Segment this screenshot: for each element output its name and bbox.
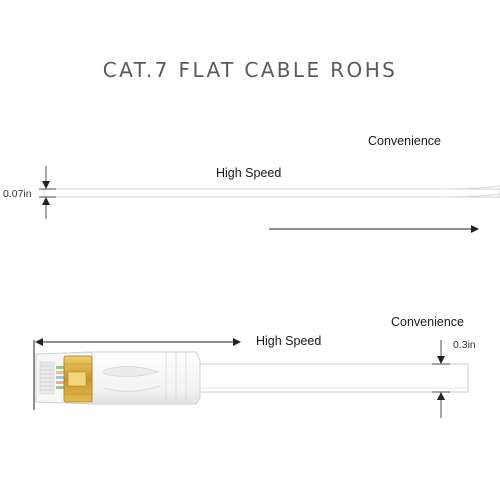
product-title: CAT.7 FLAT CABLE ROHS (102, 58, 398, 82)
top-convenience-label: Convenience (368, 134, 441, 148)
top-high-speed-label: High Speed (216, 166, 282, 180)
bottom-cable-diagram (33, 338, 469, 418)
bottom-thickness-label: 0.3in (453, 339, 476, 351)
connector-boot (91, 351, 201, 405)
top-cable-diagram (39, 166, 500, 233)
bottom-convenience-label: Convenience (391, 315, 464, 329)
thin-flat-cable (43, 188, 500, 198)
gold-shield (63, 355, 93, 403)
top-thickness-label: 0.07in (3, 188, 32, 200)
bottom-high-speed-label: High Speed (256, 334, 322, 348)
